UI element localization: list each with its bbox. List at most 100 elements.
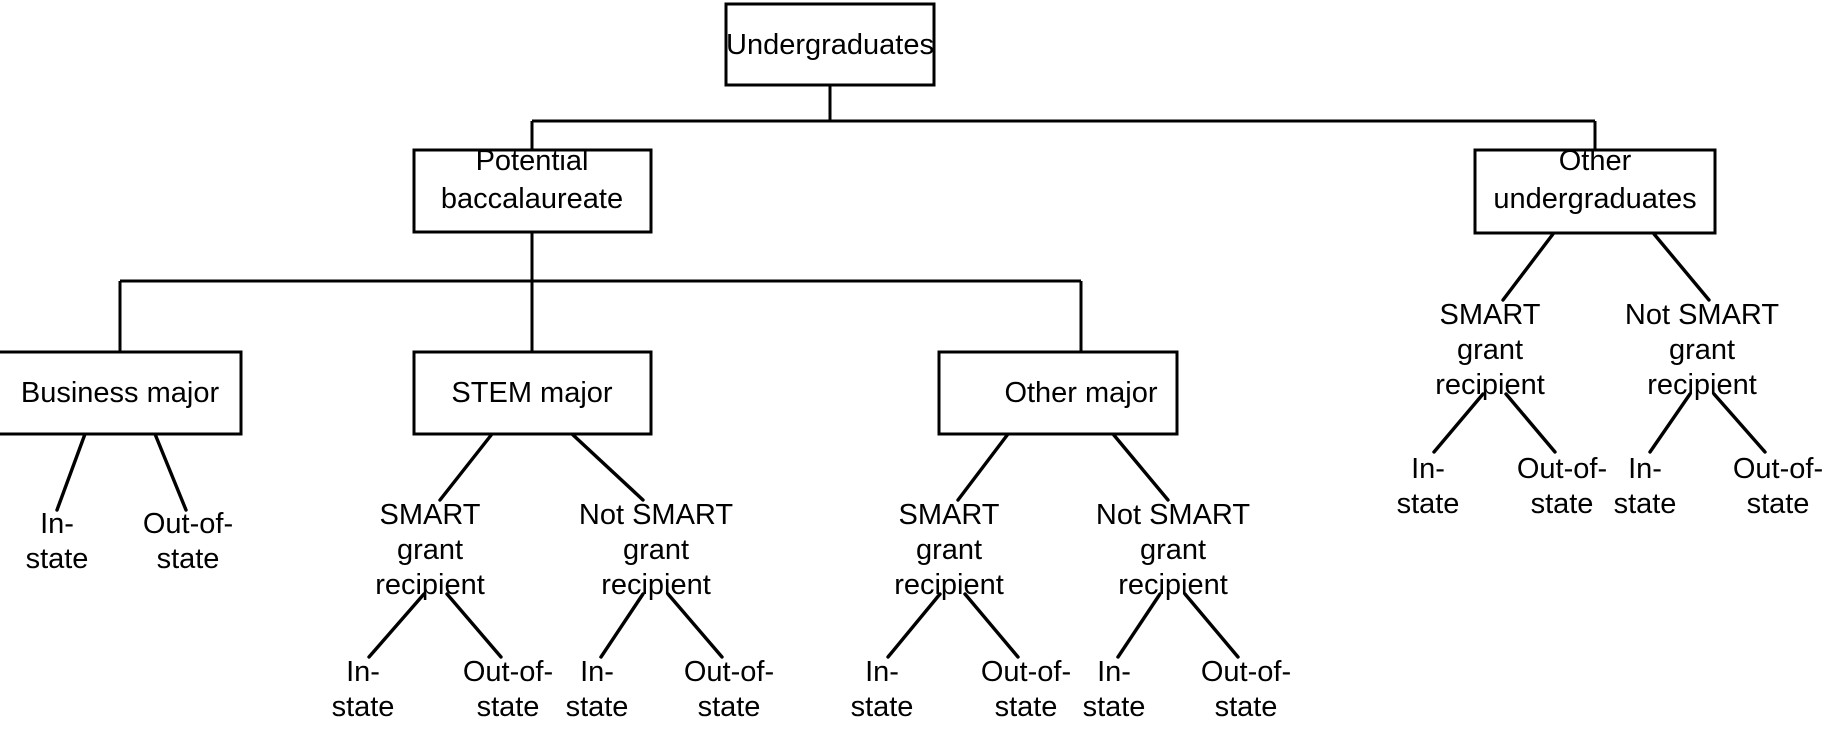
node-other-major-label: Other major xyxy=(1004,377,1157,409)
node-stem-major-label: STEM major xyxy=(451,377,612,409)
node-other-major-not-smart-line2: grant xyxy=(1140,534,1206,566)
node-stem-not-smart-line3: recipient xyxy=(601,569,711,601)
node-undergraduates-box[interactable] xyxy=(724,2,936,87)
node-stem-smart-grant-recipient[interactable]: SMART grant recipient xyxy=(375,499,485,601)
leaf-stem-not-smart-in-state-line1: In- xyxy=(580,656,614,688)
node-potential-baccalaureate[interactable]: Potential baccalaureate xyxy=(412,145,653,234)
leaf-business-major-out-of-state-line1: Out-of- xyxy=(143,508,233,540)
edge-stem-smart-to-in-state xyxy=(367,592,426,659)
node-business-major-label: Business major xyxy=(21,377,220,409)
leaf-business-major-out-of-state-line2: state xyxy=(157,543,220,575)
node-other-major-smart-line1: SMART xyxy=(899,499,1000,531)
leaf-other-major-smart-out-of-state[interactable]: Out-of- state xyxy=(981,656,1071,723)
node-other-undergrad-smart-line3: recipient xyxy=(1435,369,1545,401)
edges-layer xyxy=(55,85,1767,659)
edge-other-major-smart-to-in-state xyxy=(886,592,942,659)
node-potential-baccalaureate-label-line1: Potential xyxy=(476,145,589,177)
node-other-major-smart-line3: recipient xyxy=(894,569,1004,601)
node-stem-smart-line3: recipient xyxy=(375,569,485,601)
node-stem-major-box[interactable] xyxy=(412,350,653,436)
edge-other-undergrad-smart-to-out-of-state xyxy=(1504,392,1557,454)
edge-other-undergrad-not-smart-to-in-state xyxy=(1648,392,1692,454)
node-other-undergrad-not-smart-line1: Not SMART xyxy=(1625,299,1779,331)
node-stem-smart-line1: SMART xyxy=(380,499,481,531)
node-other-undergraduates-label-line2: undergraduates xyxy=(1493,183,1696,215)
leaf-other-undergrad-not-smart-in-state[interactable]: In- state xyxy=(1614,453,1677,520)
leaf-other-major-not-smart-in-state-line1: In- xyxy=(1097,656,1131,688)
node-other-undergrad-not-smart-line3: recipient xyxy=(1647,369,1757,401)
leaf-other-undergrad-smart-in-state-line2: state xyxy=(1397,488,1460,520)
leaf-other-major-smart-out-of-state-line2: state xyxy=(995,691,1058,723)
leaf-stem-smart-in-state[interactable]: In- state xyxy=(332,656,395,723)
node-other-major-smart-grant-recipient[interactable]: SMART grant recipient xyxy=(894,499,1004,601)
leaf-other-major-smart-in-state[interactable]: In- state xyxy=(851,656,914,723)
edge-stem-to-not-smart xyxy=(570,432,645,502)
node-other-major[interactable]: Other major xyxy=(937,350,1179,436)
node-stem-major[interactable]: STEM major xyxy=(412,350,653,436)
edge-stem-not-smart-to-out-of-state xyxy=(666,592,724,659)
edge-other-major-not-smart-to-out-of-state xyxy=(1183,592,1240,659)
node-other-undergraduates[interactable]: Other undergraduates xyxy=(1473,145,1717,235)
edge-other-undergrad-smart-to-in-state xyxy=(1432,392,1485,454)
leaf-other-undergrad-not-smart-in-state-line2: state xyxy=(1614,488,1677,520)
leaf-other-major-smart-in-state-line2: state xyxy=(851,691,914,723)
leaf-other-undergrad-smart-in-state-line1: In- xyxy=(1411,453,1445,485)
node-other-major-not-smart-line3: recipient xyxy=(1118,569,1228,601)
node-other-major-box[interactable] xyxy=(937,350,1179,436)
node-undergraduates-label: Undergraduates xyxy=(726,29,934,61)
edge-other-major-smart-to-out-of-state xyxy=(963,592,1020,659)
node-other-major-not-smart-grant-recipient[interactable]: Not SMART grant recipient xyxy=(1096,499,1250,601)
leaf-other-major-not-smart-out-of-state-line2: state xyxy=(1215,691,1278,723)
leaf-stem-not-smart-out-of-state-line1: Out-of- xyxy=(684,656,774,688)
node-potential-baccalaureate-label-line2: baccalaureate xyxy=(441,183,623,215)
node-business-major[interactable]: Business major xyxy=(0,350,243,436)
leaf-business-major-in-state-line1: In- xyxy=(40,508,74,540)
leaf-business-major-in-state-line2: state xyxy=(26,543,89,575)
leaf-other-major-not-smart-out-of-state[interactable]: Out-of- state xyxy=(1201,656,1291,723)
leaf-business-major-in-state[interactable]: In- state xyxy=(26,508,89,575)
node-stem-smart-line2: grant xyxy=(397,534,463,566)
node-other-undergraduates-label-line1: Other xyxy=(1559,145,1632,177)
leaf-stem-not-smart-out-of-state-line2: state xyxy=(698,691,761,723)
leaf-stem-smart-out-of-state-line2: state xyxy=(477,691,540,723)
node-other-major-smart-line2: grant xyxy=(916,534,982,566)
leaf-stem-smart-out-of-state[interactable]: Out-of- state xyxy=(463,656,553,723)
leaf-other-undergrad-smart-out-of-state-line2: state xyxy=(1531,488,1594,520)
leaf-stem-not-smart-in-state[interactable]: In- state xyxy=(566,656,629,723)
leaf-other-undergrad-not-smart-out-of-state[interactable]: Out-of- state xyxy=(1733,453,1823,520)
node-potential-baccalaureate-box[interactable] xyxy=(412,148,653,234)
edge-other-undergrad-to-smart xyxy=(1501,232,1555,302)
edge-other-major-not-smart-to-in-state xyxy=(1116,592,1162,659)
node-stem-not-smart-line2: grant xyxy=(623,534,689,566)
node-stem-not-smart-grant-recipient[interactable]: Not SMART grant recipient xyxy=(579,499,733,601)
leaf-other-undergrad-smart-in-state[interactable]: In- state xyxy=(1397,453,1460,520)
leaf-other-major-not-smart-out-of-state-line1: Out-of- xyxy=(1201,656,1291,688)
leaf-stem-smart-in-state-line2: state xyxy=(332,691,395,723)
edge-stem-smart-to-out-of-state xyxy=(445,592,503,659)
edge-other-major-to-not-smart xyxy=(1111,432,1170,502)
node-undergraduates[interactable]: Undergraduates xyxy=(724,2,936,87)
edge-business-to-in-state xyxy=(55,432,87,512)
edge-other-undergrad-to-not-smart xyxy=(1652,232,1711,302)
node-other-major-not-smart-line1: Not SMART xyxy=(1096,499,1250,531)
leaf-other-undergrad-smart-out-of-state[interactable]: Out-of- state xyxy=(1517,453,1607,520)
node-other-undergrad-not-smart-grant-recipient[interactable]: Not SMART grant recipient xyxy=(1625,299,1779,401)
leaf-stem-smart-out-of-state-line1: Out-of- xyxy=(463,656,553,688)
leaf-other-undergrad-smart-out-of-state-line1: Out-of- xyxy=(1517,453,1607,485)
leaf-other-undergrad-not-smart-in-state-line1: In- xyxy=(1628,453,1662,485)
edge-other-undergrad-not-smart-to-out-of-state xyxy=(1712,392,1767,454)
leaf-other-major-not-smart-in-state[interactable]: In- state xyxy=(1083,656,1146,723)
node-other-undergrad-smart-line1: SMART xyxy=(1440,299,1541,331)
leaf-other-undergrad-not-smart-out-of-state-line2: state xyxy=(1747,488,1810,520)
leaf-other-major-not-smart-in-state-line2: state xyxy=(1083,691,1146,723)
node-other-undergraduates-box[interactable] xyxy=(1473,148,1717,235)
edge-stem-not-smart-to-in-state xyxy=(599,592,645,659)
leaf-stem-not-smart-in-state-line2: state xyxy=(566,691,629,723)
node-other-undergrad-smart-grant-recipient[interactable]: SMART grant recipient xyxy=(1435,299,1545,401)
leaf-other-undergrad-not-smart-out-of-state-line1: Out-of- xyxy=(1733,453,1823,485)
leaf-stem-not-smart-out-of-state[interactable]: Out-of- state xyxy=(684,656,774,723)
leaf-business-major-out-of-state[interactable]: Out-of- state xyxy=(143,508,233,575)
node-business-major-box[interactable] xyxy=(0,350,243,436)
node-other-undergrad-not-smart-line2: grant xyxy=(1669,334,1735,366)
